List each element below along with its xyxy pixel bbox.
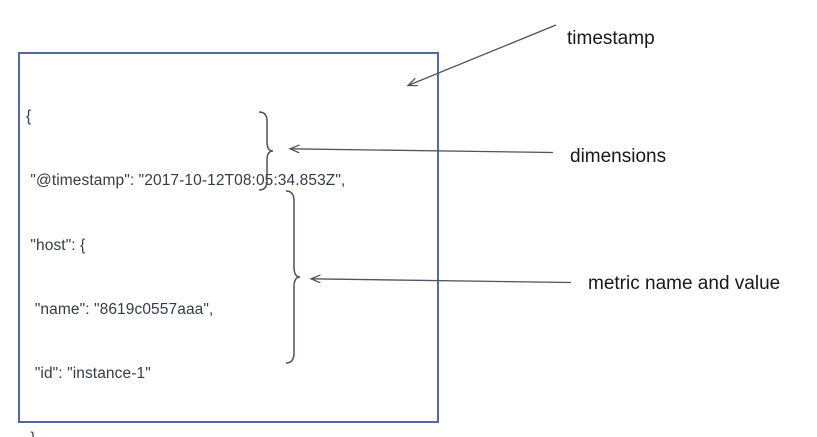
json-code-line-host-name: "name": "8619c0557aaa", bbox=[26, 300, 214, 318]
json-code-block: { "@timestamp": "2017-10-12T08:05:34.853… bbox=[26, 63, 345, 437]
json-code-line: { bbox=[26, 107, 32, 125]
timestamp-label: timestamp bbox=[567, 28, 655, 49]
json-code-line-timestamp: "@timestamp": "2017-10-12T08:05:34.853Z"… bbox=[26, 172, 346, 190]
json-code-line-host-close: }, bbox=[26, 428, 345, 437]
json-document-box bbox=[18, 52, 439, 423]
dimensions-label: dimensions bbox=[570, 146, 667, 167]
json-code-line-host-open: "host": { bbox=[26, 236, 86, 254]
metric-label: metric name and value bbox=[588, 273, 781, 294]
json-code-line-host-id: "id": "instance-1" bbox=[26, 365, 151, 383]
